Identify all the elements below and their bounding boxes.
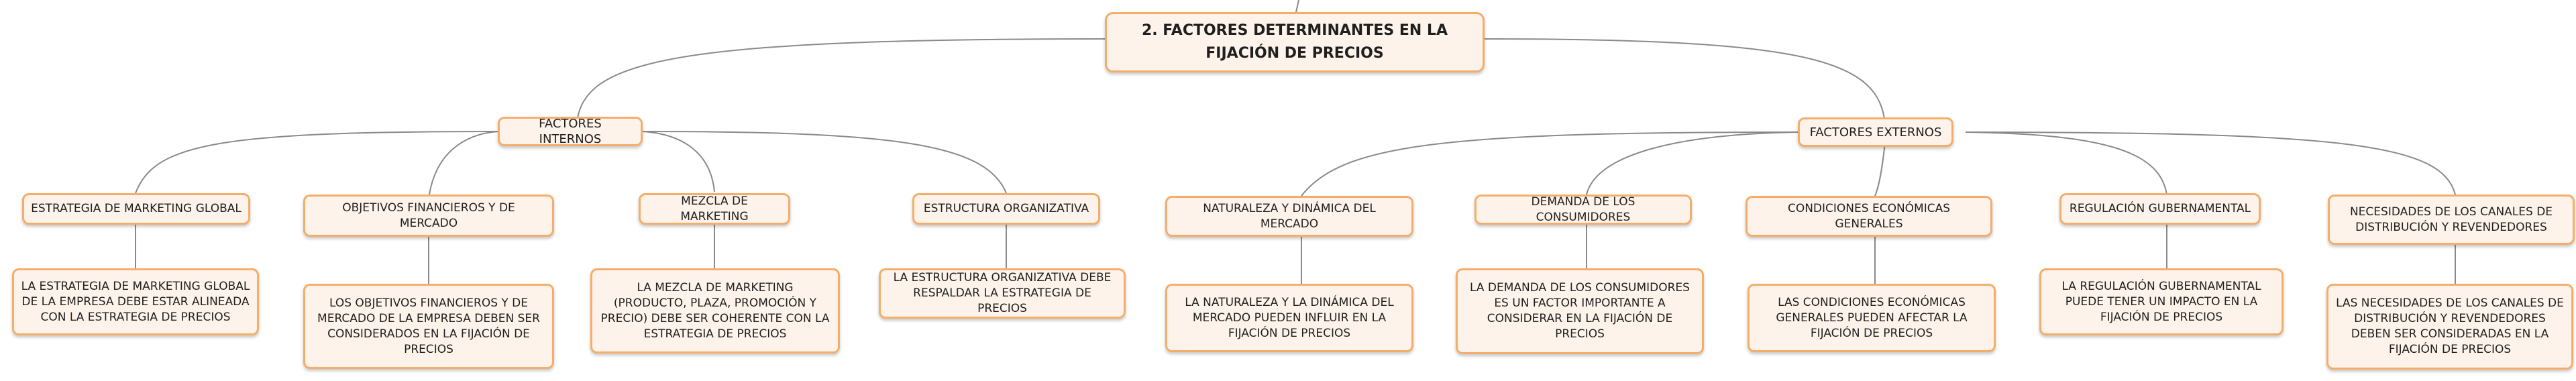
externos-detail-4-node[interactable]: LA REGULACIÓN GUBERNAMENTAL PUEDE TENER … [2039, 268, 2284, 335]
connector-externos-3 [1874, 142, 1886, 197]
connector-internos-2 [429, 131, 498, 195]
internos-detail-4-text: LA ESTRUCTURA ORGANIZATIVA DEBE RESPALDA… [893, 271, 1112, 315]
externos-item-5-label: NECESIDADES DE LOS CANALES DE DISTRIBUCI… [2349, 205, 2553, 234]
root-node[interactable]: 2. FACTORES DETERMINANTES EN LA FIJACIÓN… [1105, 12, 1485, 72]
externos-detail-3-node[interactable]: LAS CONDICIONES ECONÓMICAS GENERALES PUE… [1748, 284, 1996, 352]
factores-internos-node[interactable]: FACTORES INTERNOS [498, 117, 643, 146]
internos-detail-1-node[interactable]: LA ESTRATEGIA DE MARKETING GLOBAL DE LA … [12, 268, 259, 335]
externos-detail-5-text: LAS NECESIDADES DE LOS CANALES DE DISTRI… [2336, 296, 2564, 356]
externos-detail-5-node[interactable]: LAS NECESIDADES DE LOS CANALES DE DISTRI… [2326, 284, 2573, 370]
internos-item-2-label: OBJETIVOS FINANCIEROS Y DE MERCADO [342, 201, 515, 230]
connector-internos-3 [642, 131, 715, 193]
externos-item-1-node[interactable]: NATURALEZA Y DINÁMICA DEL MERCADO [1165, 196, 1413, 237]
externos-item-5-node[interactable]: NECESIDADES DE LOS CANALES DE DISTRIBUCI… [2328, 195, 2575, 245]
internos-detail-2-node[interactable]: LOS OBJETIVOS FINANCIEROS Y DE MERCADO D… [303, 284, 554, 369]
externos-item-1-label: NATURALEZA Y DINÁMICA DEL MERCADO [1203, 201, 1376, 231]
factores-internos-label: FACTORES INTERNOS [539, 117, 602, 146]
externos-detail-1-text: LA NATURALEZA Y LA DINÁMICA DEL MERCADO … [1185, 295, 1394, 340]
connector-internos-4 [642, 131, 1007, 194]
connector-externos-4 [1965, 131, 2167, 195]
externos-detail-3-text: LAS CONDICIONES ECONÓMICAS GENERALES PUE… [1776, 295, 1968, 340]
connector-root-internos [576, 38, 1106, 123]
internos-item-3-node[interactable]: MEZCLA DE MARKETING [639, 193, 790, 225]
factores-externos-label: FACTORES EXTERNOS [1809, 125, 1942, 140]
internos-detail-2-text: LOS OBJETIVOS FINANCIEROS Y DE MERCADO D… [317, 296, 540, 356]
externos-detail-2-node[interactable]: LA DEMANDA DE LOS CONSUMIDORES ES UN FAC… [1456, 268, 1704, 354]
externos-item-4-node[interactable]: REGULACIÓN GUBERNAMENTAL [2059, 193, 2261, 225]
externos-item-2-node[interactable]: DEMANDA DE LOS CONSUMIDORES [1474, 195, 1692, 225]
internos-detail-4-node[interactable]: LA ESTRUCTURA ORGANIZATIVA DEBE RESPALDA… [879, 268, 1126, 319]
internos-detail-3-text: LA MEZCLA DE MARKETING (PRODUCTO, PLAZA,… [600, 280, 830, 341]
externos-item-3-node[interactable]: CONDICIONES ECONÓMICAS GENERALES [1746, 196, 1992, 237]
connector-internos-1 [135, 131, 498, 194]
internos-detail-1-text: LA ESTRATEGIA DE MARKETING GLOBAL DE LA … [21, 279, 250, 324]
internos-item-3-label: MEZCLA DE MARKETING [680, 194, 749, 223]
connector-externos-1 [1301, 131, 1799, 197]
internos-item-2-node[interactable]: OBJETIVOS FINANCIEROS Y DE MERCADO [303, 195, 554, 237]
internos-item-4-node[interactable]: ESTRUCTURA ORGANIZATIVA [912, 193, 1100, 225]
externos-item-2-label: DEMANDA DE LOS CONSUMIDORES [1531, 195, 1635, 224]
internos-item-4-label: ESTRUCTURA ORGANIZATIVA [923, 202, 1089, 215]
externos-item-3-label: CONDICIONES ECONÓMICAS GENERALES [1787, 201, 1951, 231]
connector-root-externos [1484, 38, 1886, 124]
factores-externos-node[interactable]: FACTORES EXTERNOS [1798, 117, 1953, 147]
root-label: 2. FACTORES DETERMINANTES EN LA FIJACIÓN… [1141, 22, 1448, 62]
connector-externos-5 [1965, 131, 2456, 195]
internos-detail-3-node[interactable]: LA MEZCLA DE MARKETING (PRODUCTO, PLAZA,… [590, 268, 840, 353]
connector-root-top [1295, 0, 1299, 13]
connector-externos-2 [1586, 131, 1799, 195]
internos-item-1-node[interactable]: ESTRATEGIA DE MARKETING GLOBAL [22, 193, 250, 225]
internos-item-1-label: ESTRATEGIA DE MARKETING GLOBAL [31, 202, 241, 215]
externos-detail-2-text: LA DEMANDA DE LOS CONSUMIDORES ES UN FAC… [1470, 281, 1690, 341]
externos-item-4-label: REGULACIÓN GUBERNAMENTAL [2069, 202, 2251, 215]
externos-detail-4-text: LA REGULACIÓN GUBERNAMENTAL PUEDE TENER … [2061, 279, 2261, 324]
externos-detail-1-node[interactable]: LA NATURALEZA Y LA DINÁMICA DEL MERCADO … [1165, 284, 1413, 352]
